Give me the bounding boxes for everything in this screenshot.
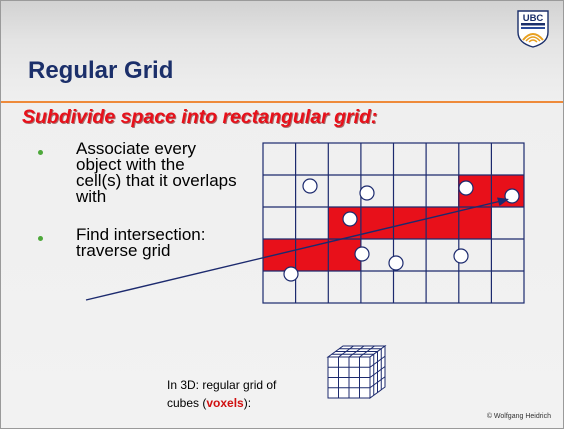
slide-title: Regular Grid bbox=[28, 57, 174, 84]
ubc-logo: UBC bbox=[517, 10, 549, 48]
grid-lines bbox=[262, 142, 525, 304]
caption-line-1: In 3D: regular grid of bbox=[167, 378, 277, 392]
voxel-cube-icon bbox=[326, 345, 387, 399]
caption-line-2-prefix: cubes ( bbox=[167, 396, 207, 410]
object-circle bbox=[453, 248, 469, 264]
voxel-caption: In 3D: regular grid of cubes (voxels): bbox=[167, 376, 276, 412]
copyright-notice: © Wolfgang Heidrich bbox=[486, 413, 551, 420]
bullet-text-2: Find intersection: traverse grid bbox=[76, 225, 206, 260]
bullet-dot-2 bbox=[38, 236, 43, 241]
bullet-dot-1 bbox=[38, 150, 43, 155]
object-circle bbox=[283, 266, 299, 282]
object-circle bbox=[388, 255, 404, 271]
title-divider bbox=[1, 101, 563, 103]
object-circle bbox=[354, 246, 370, 262]
object-circle bbox=[302, 178, 318, 194]
object-circle bbox=[458, 180, 474, 196]
caption-line-2-suffix: ): bbox=[243, 396, 252, 410]
object-circle bbox=[504, 188, 520, 204]
logo-text: UBC bbox=[523, 13, 544, 24]
bullet-text-1: Associate every object with the cell(s) … bbox=[76, 139, 237, 206]
object-circle bbox=[359, 185, 375, 201]
ray-arrow bbox=[85, 197, 509, 301]
object-circle bbox=[342, 211, 358, 227]
caption-voxels-highlight: voxels bbox=[206, 396, 244, 410]
slide-subtitle: Subdivide space into rectangular grid: bbox=[22, 106, 378, 128]
grid-objects bbox=[283, 178, 520, 282]
